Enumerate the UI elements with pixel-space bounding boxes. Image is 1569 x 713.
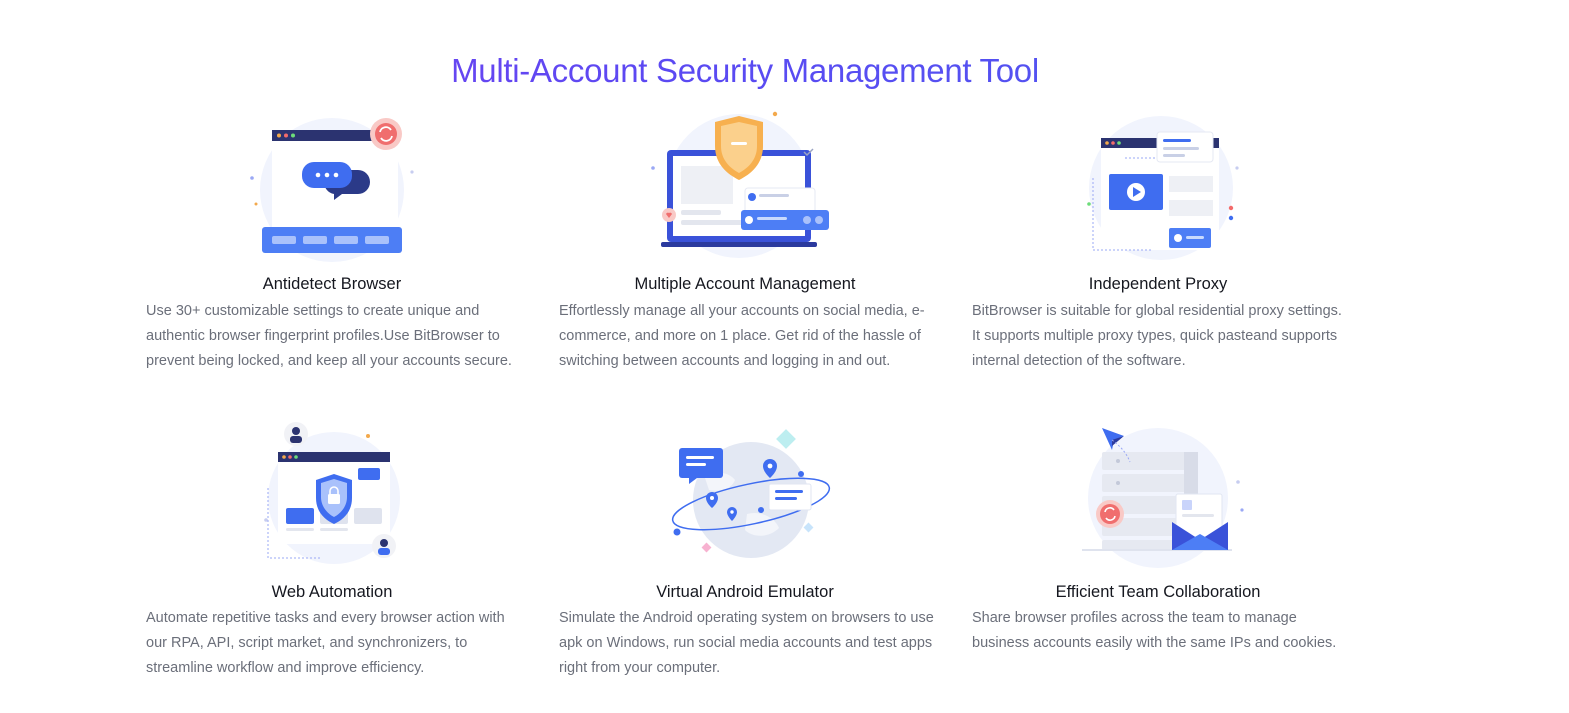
android-emulator-illustration [655, 418, 855, 578]
feature-description: Effortlessly manage all your accounts on… [559, 303, 925, 369]
feature-description: BitBrowser is suitable for global reside… [972, 303, 1342, 369]
team-collaboration-illustration [1062, 414, 1262, 574]
feature-title: Efficient Team Collaboration [1055, 583, 1261, 601]
feature-description: Automate repetitive tasks and every brow… [146, 610, 505, 676]
independent-proxy-illustration [1065, 112, 1265, 272]
antidetect-browser-illustration [232, 108, 432, 268]
page-title: Multi-Account Security Management Tool [0, 52, 1490, 90]
feature-description: Use 30+ customizable settings to create … [146, 303, 512, 369]
account-management-illustration [645, 108, 845, 268]
feature-description: Simulate the Android operating system on… [559, 610, 934, 676]
feature-title: Independent Proxy [1088, 275, 1228, 293]
feature-title: Multiple Account Management [634, 275, 856, 293]
web-automation-illustration [238, 418, 438, 578]
feature-title: Antidetect Browser [262, 275, 402, 293]
feature-title: Virtual Android Emulator [656, 583, 834, 601]
feature-description: Share browser profiles across the team t… [972, 610, 1337, 651]
feature-title: Web Automation [271, 583, 393, 601]
